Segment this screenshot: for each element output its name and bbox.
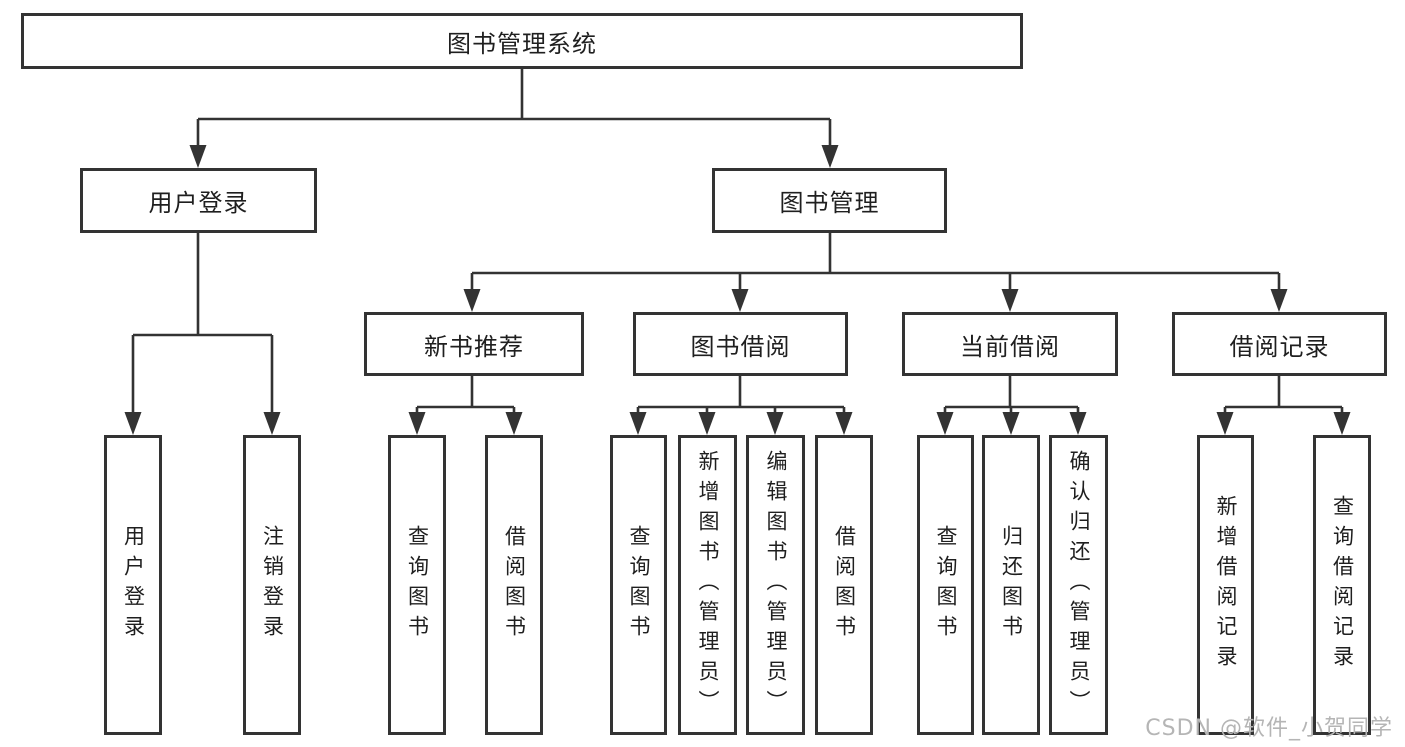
- leaf-confirm-return-admin: 确认归还（管理员）: [1049, 435, 1108, 735]
- node-root: 图书管理系统: [21, 13, 1023, 69]
- leaf-query-books-recommend: 查询图书: [388, 435, 446, 735]
- arrow-down-icon: [629, 412, 647, 435]
- arrow-down-icon: [463, 289, 481, 312]
- leaf-add-book-admin: 新增图书（管理员）: [678, 435, 737, 735]
- arrow-down-icon: [1216, 412, 1234, 435]
- arrow-down-icon: [821, 145, 839, 168]
- leaf-logout: 注销登录: [243, 435, 301, 735]
- arrow-down-icon: [189, 145, 207, 168]
- leaf-add-borrow-record: 新增借阅记录: [1197, 435, 1254, 735]
- leaf-query-books-borrow: 查询图书: [610, 435, 667, 735]
- leaf-user-login: 用户登录: [104, 435, 162, 735]
- arrow-down-icon: [698, 412, 716, 435]
- node-current-borrow: 当前借阅: [902, 312, 1118, 376]
- arrow-down-icon: [1002, 412, 1020, 435]
- arrow-down-icon: [766, 412, 784, 435]
- node-new-book-recommend: 新书推荐: [364, 312, 584, 376]
- leaf-return-book: 归还图书: [982, 435, 1040, 735]
- leaf-query-books-current: 查询图书: [917, 435, 974, 735]
- arrow-down-icon: [1001, 289, 1019, 312]
- node-book-management: 图书管理: [712, 168, 947, 233]
- leaf-borrow-books-recommend: 借阅图书: [485, 435, 543, 735]
- arrow-down-icon: [835, 412, 853, 435]
- arrow-down-icon: [1069, 412, 1087, 435]
- node-user-login: 用户登录: [80, 168, 317, 233]
- leaf-query-borrow-record: 查询借阅记录: [1313, 435, 1371, 735]
- leaf-borrow-books: 借阅图书: [815, 435, 873, 735]
- arrow-down-icon: [1333, 412, 1351, 435]
- arrow-down-icon: [263, 412, 281, 435]
- arrow-down-icon: [731, 289, 749, 312]
- arrow-down-icon: [936, 412, 954, 435]
- arrow-down-icon: [1270, 289, 1288, 312]
- arrow-down-icon: [124, 412, 142, 435]
- arrow-down-icon: [505, 412, 523, 435]
- leaf-edit-book-admin: 编辑图书（管理员）: [746, 435, 805, 735]
- node-borrow-records: 借阅记录: [1172, 312, 1387, 376]
- node-book-borrow: 图书借阅: [633, 312, 848, 376]
- arrow-down-icon: [408, 412, 426, 435]
